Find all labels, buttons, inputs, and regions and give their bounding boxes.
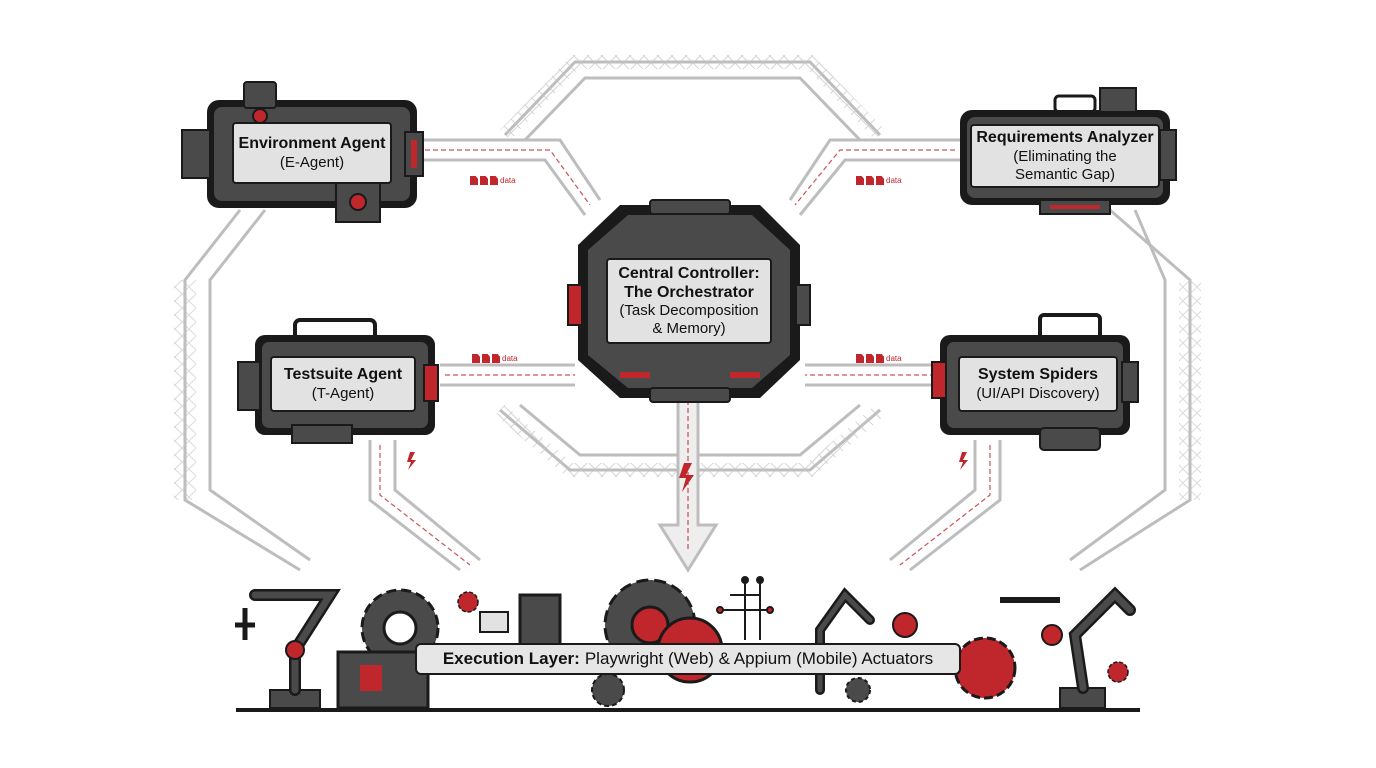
requirements-analyzer-title: Requirements Analyzer: [976, 129, 1154, 147]
document-icon: [856, 354, 864, 363]
data-tag-label: data: [886, 176, 902, 185]
data-tag-label: data: [502, 354, 518, 363]
document-icon: [470, 176, 478, 185]
execution-layer-label: Execution Layer: Playwright (Web) & Appi…: [415, 643, 961, 675]
requirements-analyzer-label: Requirements Analyzer (Eliminating the S…: [970, 124, 1160, 188]
data-tag-label: data: [500, 176, 516, 185]
document-icon: [866, 354, 874, 363]
document-icon: [492, 354, 500, 363]
gear-icon: [591, 661, 1129, 707]
circuit-icon: [716, 576, 774, 640]
data-tag-top-right: data: [856, 176, 902, 185]
environment-agent-subtitle: (E-Agent): [279, 153, 345, 171]
document-icon: [480, 176, 488, 185]
data-tag-label: data: [886, 354, 902, 363]
document-icon: [866, 176, 874, 185]
document-icon: [472, 354, 480, 363]
execution-layer-title: Execution Layer:: [442, 649, 580, 668]
robot-arm-icon: [1000, 586, 1136, 709]
execution-layer-description: Playwright (Web) & Appium (Mobile) Actua…: [584, 649, 934, 668]
data-tag-top-left: data: [470, 176, 516, 185]
document-icon: [876, 176, 884, 185]
gear-icon: [953, 636, 1017, 700]
data-tag-mid-left: data: [472, 354, 518, 363]
requirements-analyzer-line2: (Eliminating the: [1013, 147, 1117, 165]
testsuite-agent-label: Testsuite Agent (T-Agent): [270, 356, 416, 412]
testsuite-agent-title: Testsuite Agent: [283, 366, 403, 384]
testsuite-agent-subtitle: (T-Agent): [311, 384, 375, 402]
execution-machinery: [235, 576, 1140, 712]
central-controller-line4: & Memory): [652, 320, 726, 338]
environment-agent-label: Environment Agent (E-Agent): [232, 122, 392, 184]
central-controller-line3: (Task Decomposition: [619, 302, 759, 320]
system-spiders-subtitle: (UI/API Discovery): [976, 384, 1100, 402]
document-icon: [856, 176, 864, 185]
gear-icon: [457, 591, 479, 613]
environment-agent-title: Environment Agent: [238, 135, 386, 153]
lightning-icon: [407, 452, 968, 492]
truss-frame: [174, 55, 1201, 573]
document-icon: [876, 354, 884, 363]
robot-arm-icon: [235, 589, 341, 709]
data-tag-mid-right: data: [856, 354, 902, 363]
document-icon: [490, 176, 498, 185]
central-controller-line2: The Orchestrator: [624, 284, 754, 301]
central-controller-label: Central Controller: The Orchestrator (Ta…: [606, 258, 772, 344]
central-controller-line1: Central Controller:: [618, 264, 760, 282]
system-spiders-label: System Spiders (UI/API Discovery): [958, 356, 1118, 412]
document-icon: [482, 354, 490, 363]
requirements-analyzer-line3: Semantic Gap): [1014, 165, 1116, 183]
system-spiders-title: System Spiders: [977, 366, 1099, 384]
